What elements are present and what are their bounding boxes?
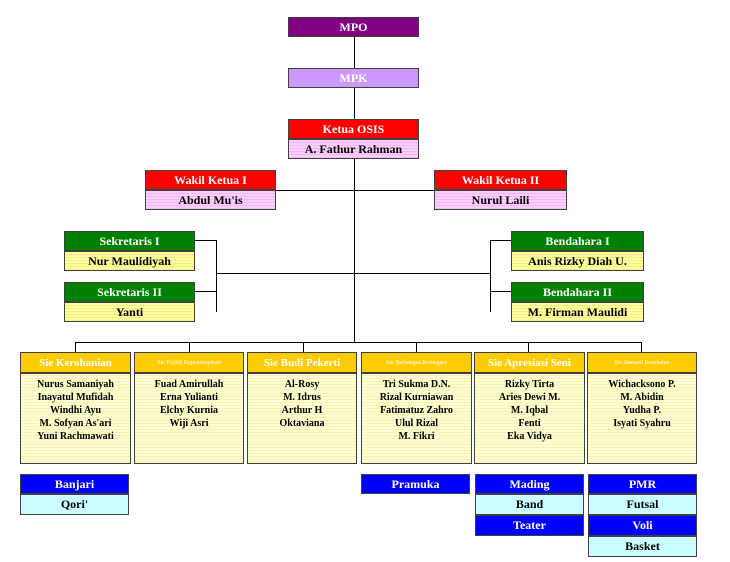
sekretaris-1-name: Nur Maulidiyah [88,253,171,268]
ketua-title: Ketua OSIS [322,121,385,136]
ekskul-label: Mading [509,476,550,491]
wakil-1-title-box: Wakil Ketua I [145,170,276,190]
ekskul-pramuka: Pramuka [361,474,470,494]
member-name: Rizky Tirta [504,379,555,390]
member-name: M. Iqbal [510,405,549,416]
sie-5-title: Sie Apresiasi Seni [488,356,571,369]
member-name: Fatimatuz Zahro [380,405,453,416]
ekskul-teater: Teater [475,515,584,536]
bendahara-2-title-box: Bendahara II [511,282,644,302]
ekskul-label: Teater [513,518,546,532]
wakil-1-title: Wakil Ketua I [174,172,247,187]
mpk-box: MPK [288,68,419,88]
ketua-name-box: A. Fathur Rahman [288,139,419,159]
member-name: Yudha P. [622,405,662,416]
ekskul-label: Basket [625,539,660,553]
member-name: M. Abidin [620,392,664,403]
member-name: Eka Vidya [507,431,552,442]
ekskul-band: Band [475,494,584,515]
ketua-name: A. Fathur Rahman [304,141,403,156]
sie-1-head: Sie Kerohanian [20,352,131,373]
sie-1-title: Sie Kerohanian [39,356,112,369]
sie-6-members: Wichacksono P. M. Abidin Yudha P. Isyati… [587,373,697,464]
sekretaris-2-name-box: Yanti [64,302,195,322]
sekretaris-1-name-box: Nur Maulidiyah [64,251,195,271]
ekskul-label: Futsal [626,497,659,511]
sie-4-title: Sie Berbangsa Bernegara [386,359,447,366]
member-name: M. Idrus [283,392,321,403]
member-name: Wichacksono P. [608,379,676,390]
ekskul-voli: Voli [588,515,697,536]
ekskul-label: PMR [628,476,657,491]
mpk-label: MPK [339,70,368,85]
sie-2-head: Sie Politik Kepemimpinan [134,352,244,373]
sie-6-title: Sie Jasmani Kesehatan [614,359,670,366]
sekretaris-1-title-box: Sekretaris I [64,231,195,251]
sekretaris-1-title: Sekretaris I [99,233,160,248]
wakil-2-name-box: Nurul Laili [434,190,567,210]
member-name: Elchy Kurnia [159,405,219,416]
member-name: Isyati Syahru [613,418,671,429]
sie-1-members: Nurus Samaniyah Inayatul Mufidah Windhi … [20,373,131,464]
sie-5-head: Sie Apresiasi Seni [474,352,585,373]
sie-4-head: Sie Berbangsa Bernegara [361,352,472,373]
bendahara-2-name-box: M. Firman Maulidi [511,302,644,322]
member-name: Yuni Rachmawati [37,431,114,442]
member-name: M. Sofyan As'ari [39,418,112,429]
member-name: Arthur H [281,405,323,416]
sie-3-title: Sie Budi Pekerti [263,356,341,369]
mpo-box: MPO [288,17,419,37]
sie-2-title: Sie Politik Kepemimpinan [157,359,221,366]
sie-6-head: Sie Jasmani Kesehatan [587,352,697,373]
sekretaris-2-title-box: Sekretaris II [64,282,195,302]
wakil-1-name-box: Abdul Mu'is [145,190,276,210]
member-name: Al-Rosy [284,379,320,390]
ekskul-mading: Mading [475,474,584,494]
mpo-label: MPO [339,19,368,34]
member-name: Wiji Asri [169,418,209,429]
ekskul-futsal: Futsal [588,494,697,515]
sie-5-members: Rizky Tirta Aries Dewi M. M. Iqbal Fenti… [474,373,585,464]
member-name: Aries Dewi M. [498,392,561,403]
sie-2-members: Fuad Amirullah Erna Yulianti Elchy Kurni… [134,373,244,464]
member-name: M. Fikri [398,431,435,442]
wakil-2-title-box: Wakil Ketua II [434,170,567,190]
ekskul-label: Band [515,497,544,511]
member-name: Ulul Rizal [394,418,439,429]
bendahara-1-name-box: Anis Rizky Diah U. [511,251,644,271]
member-name: Fuad Amirullah [154,379,224,390]
ekskul-label: Voli [632,518,653,532]
member-name: Windhi Ayu [49,405,102,416]
member-name: Rizal Kurniawan [379,392,454,403]
member-name: Oktaviana [279,418,325,429]
bendahara-1-title: Bendahara I [545,233,610,248]
wakil-1-name: Abdul Mu'is [178,192,243,207]
ketua-title-box: Ketua OSIS [288,119,419,139]
sie-4-members: Tri Sukma D.N. Rizal Kurniawan Fatimatuz… [361,373,472,464]
bendahara-1-title-box: Bendahara I [511,231,644,251]
bendahara-2-title: Bendahara II [542,284,613,299]
member-name: Inayatul Mufidah [37,392,114,403]
member-name: Nurus Samaniyah [37,379,114,390]
wakil-2-name: Nurul Laili [471,192,530,207]
ekskul-basket: Basket [588,536,697,557]
ekskul-banjari: Banjari [20,474,129,494]
member-name: Erna Yulianti [160,392,218,403]
sekretaris-2-name: Yanti [115,304,144,319]
ekskul-label: Banjari [54,476,95,491]
sie-3-head: Sie Budi Pekerti [247,352,357,373]
member-name: Tri Sukma D.N. [382,379,451,390]
ekskul-qori: Qori' [20,494,129,515]
ekskul-label: Qori' [60,497,89,511]
wakil-2-title: Wakil Ketua II [461,172,540,187]
sie-3-members: Al-Rosy M. Idrus Arthur H Oktaviana [247,373,357,464]
bendahara-1-name: Anis Rizky Diah U. [528,253,627,268]
ekskul-pmr: PMR [588,474,697,494]
bendahara-2-name: M. Firman Maulidi [527,304,628,319]
ekskul-label: Pramuka [391,476,440,491]
member-name: Fenti [518,418,541,429]
sekretaris-2-title: Sekretaris II [97,284,162,299]
